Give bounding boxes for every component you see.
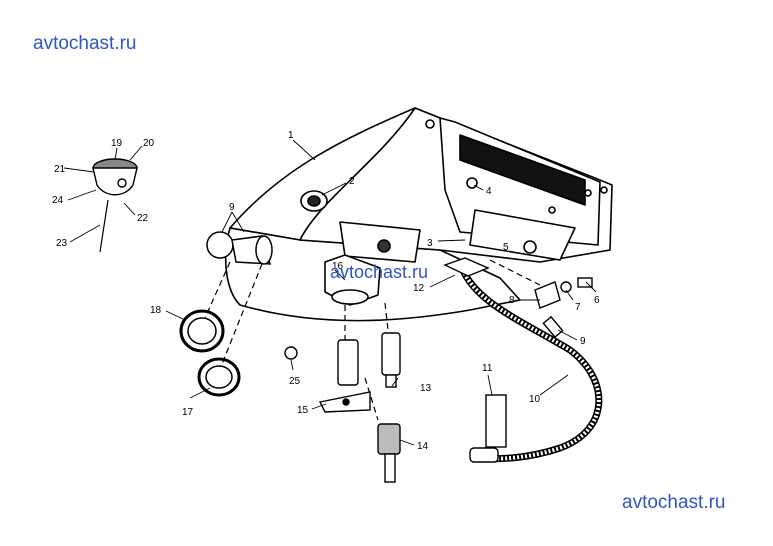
callout-24: 24 (52, 195, 64, 206)
callout-9-knob: 9 (229, 202, 235, 213)
housing-body (224, 107, 613, 322)
callout-11: 11 (482, 363, 493, 374)
callout-21: 21 (54, 164, 66, 175)
gauge-part (92, 158, 138, 253)
callout-20: 20 (143, 138, 155, 149)
callout-16: 16 (332, 261, 344, 272)
callout-4: 4 (486, 186, 492, 197)
callout-9-bolt: 9 (580, 336, 586, 347)
callout-6: 6 (594, 295, 600, 306)
small-parts (284, 332, 401, 483)
callout-5: 5 (503, 242, 509, 253)
hose-part (456, 260, 603, 463)
callout-1: 1 (288, 130, 294, 141)
watermark-middle: avtochast.ru (330, 262, 429, 282)
watermark-top: avtochast.ru (33, 33, 137, 54)
callout-18: 18 (150, 305, 162, 316)
callout-25: 25 (289, 376, 301, 387)
callout-19: 19 (111, 138, 123, 149)
callout-12: 12 (413, 283, 425, 294)
callout-8: 8 (509, 295, 515, 306)
callout-17: 17 (182, 407, 194, 418)
callout-13: 13 (420, 383, 432, 394)
callout-22: 22 (137, 213, 149, 224)
assembly-lines (204, 259, 541, 421)
callout-15: 15 (297, 405, 309, 416)
leader-lines (63, 139, 597, 446)
callout-3: 3 (427, 238, 433, 249)
fasteners (443, 257, 593, 339)
callout-2: 2 (349, 176, 355, 187)
callout-23: 23 (56, 238, 68, 249)
knob-part (206, 231, 273, 265)
callout-14: 14 (417, 441, 429, 452)
callout-7: 7 (575, 302, 581, 313)
watermark-bottom: avtochast.ru (622, 492, 726, 513)
callout-10: 10 (529, 394, 541, 405)
o-rings (179, 309, 241, 397)
